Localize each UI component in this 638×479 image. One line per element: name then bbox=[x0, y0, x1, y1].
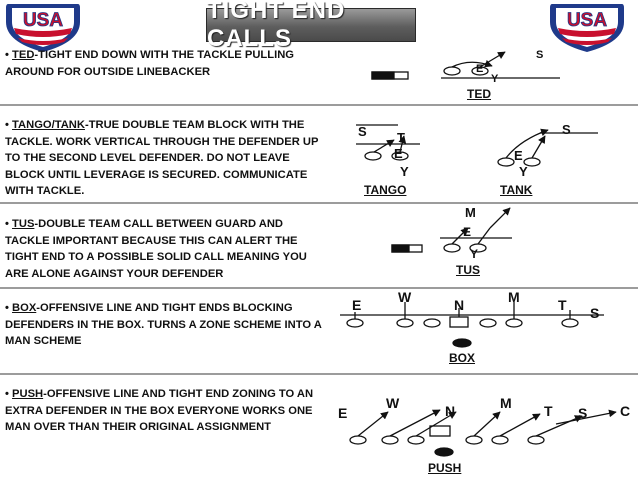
letter: S bbox=[578, 405, 587, 421]
divider bbox=[0, 104, 638, 106]
diagram-label-tango: TANGO bbox=[364, 183, 407, 197]
call-tango-tank: • TANGO/TANK-TRUE DOUBLE TEAM BLOCK WITH… bbox=[5, 119, 319, 197]
divider bbox=[0, 202, 638, 204]
letter: Y bbox=[491, 73, 499, 85]
letter: M bbox=[508, 289, 520, 305]
letter: S bbox=[562, 122, 571, 137]
letter: S bbox=[358, 124, 367, 139]
letter: T bbox=[544, 403, 553, 419]
letter: W bbox=[386, 395, 400, 411]
letter: E bbox=[394, 146, 403, 161]
call-name: TED bbox=[12, 49, 35, 61]
call-description: DOUBLE TEAM CALL BETWEEN GUARD AND TACKL… bbox=[5, 218, 307, 280]
divider bbox=[0, 287, 638, 289]
call-description: TRUE DOUBLE TEAM BLOCK WITH THE TACKLE. … bbox=[5, 119, 319, 197]
diagram-label-tank: TANK bbox=[500, 183, 533, 197]
letter: E bbox=[338, 405, 347, 421]
divider bbox=[0, 373, 638, 375]
diagram-tank: S E Y bbox=[497, 122, 598, 179]
letter: S bbox=[536, 49, 543, 61]
call-tus: • TUS-DOUBLE TEAM CALL BETWEEN GUARD AND… bbox=[5, 218, 307, 280]
letter: C bbox=[620, 403, 630, 419]
logo-text: USA bbox=[567, 10, 607, 31]
letter: T bbox=[397, 130, 405, 145]
call-box: • BOX-OFFENSIVE LINE AND TIGHT ENDS BLOC… bbox=[5, 302, 322, 347]
diagram-tango: S T E Y bbox=[356, 124, 420, 179]
diagram-push: E W N M T S C bbox=[338, 395, 630, 457]
letter: M bbox=[465, 205, 476, 220]
letter: E bbox=[352, 297, 361, 313]
letter: N bbox=[445, 403, 455, 419]
letter: W bbox=[398, 289, 412, 305]
diagram-tus: M E Y bbox=[391, 205, 512, 261]
diagram-ted: S E Y bbox=[371, 49, 560, 85]
letter: E bbox=[514, 148, 523, 163]
usa-logo-left: USA bbox=[6, 4, 80, 52]
call-name: BOX bbox=[12, 302, 37, 314]
letter: Y bbox=[400, 164, 409, 179]
letter: E bbox=[476, 63, 483, 75]
letter: T bbox=[558, 297, 567, 313]
call-name: TANGO/TANK bbox=[12, 119, 85, 131]
letter: N bbox=[454, 297, 464, 313]
letter: Y bbox=[519, 164, 528, 179]
call-description: OFFENSIVE LINE AND TIGHT ENDS BLOCKING D… bbox=[5, 302, 322, 347]
call-description: TIGHT END DOWN WITH THE TACKLE PULLING A… bbox=[5, 49, 294, 78]
diagram-label-ted: TED bbox=[467, 87, 491, 101]
call-ted: • TED-TIGHT END DOWN WITH THE TACKLE PUL… bbox=[5, 49, 294, 78]
letter: Y bbox=[470, 247, 478, 261]
diagram-label-tus: TUS bbox=[456, 263, 480, 277]
diagram-label-push: PUSH bbox=[428, 461, 462, 475]
call-description: OFFENSIVE LINE AND TIGHT END ZONING TO A… bbox=[5, 388, 314, 433]
usa-logo-right: USA bbox=[550, 4, 624, 52]
letter: M bbox=[500, 395, 512, 411]
call-push: • PUSH-OFFENSIVE LINE AND TIGHT END ZONI… bbox=[5, 388, 314, 433]
letter: S bbox=[590, 305, 599, 321]
call-name: TUS bbox=[12, 218, 35, 230]
call-name: PUSH bbox=[12, 388, 44, 400]
logo-text: USA bbox=[23, 10, 63, 31]
diagram-label-box: BOX bbox=[449, 351, 476, 365]
diagram-box: E W N M T S bbox=[340, 289, 604, 348]
letter: E bbox=[463, 225, 471, 239]
